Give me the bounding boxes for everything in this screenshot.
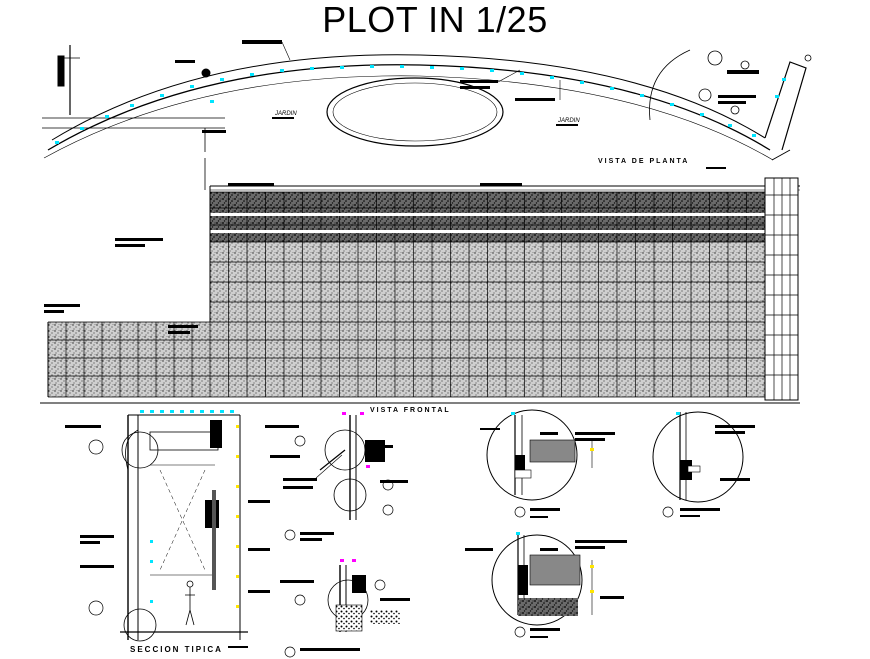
garden-label-2: JARDIN [557, 118, 580, 124]
detail-upper-center: VISTA FRONTAL [283, 407, 451, 541]
typical-section: SECCION TIPICA [65, 410, 300, 654]
cyan-dimension-markers [55, 65, 786, 144]
front-elevation [40, 158, 800, 404]
detail-lower-center [280, 559, 410, 658]
front-view-label: VISTA FRONTAL [370, 407, 451, 414]
plan-view-label: VISTA DE PLANTA [598, 158, 689, 165]
typical-section-label: SECCION TIPICA [130, 645, 223, 654]
detail-circle-1 [480, 409, 615, 518]
detail-circle-3 [465, 532, 627, 638]
drawing-title: PLOT IN 1/25 [322, 0, 548, 40]
detail-circle-2 [652, 411, 755, 518]
garden-label-1: JARDIN [274, 111, 297, 117]
plan-view: JARDIN JARDIN VISTA DE PLANTA [42, 40, 812, 169]
